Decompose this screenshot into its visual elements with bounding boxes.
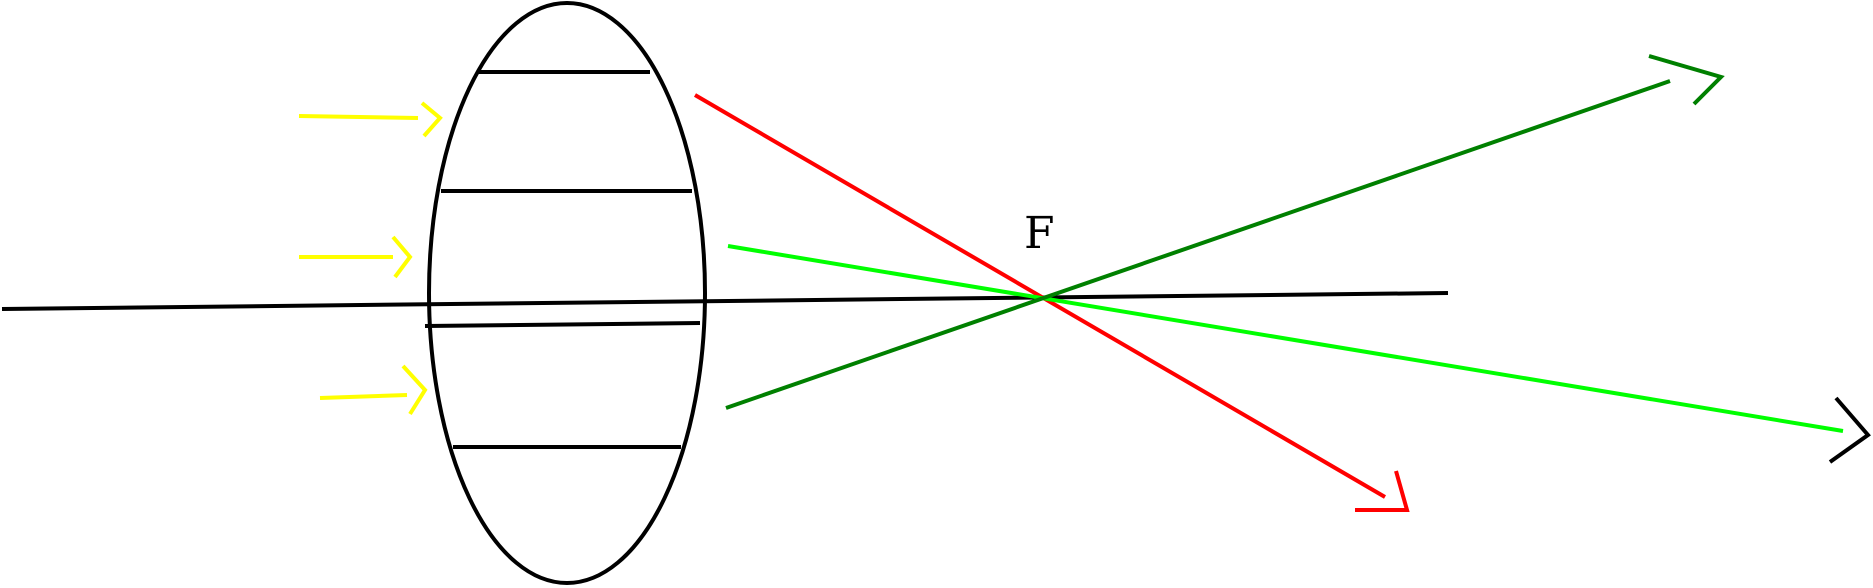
incoming-ray-middle <box>299 235 413 279</box>
refracted-ray-light-green <box>727 244 1844 433</box>
incoming-ray-bottom <box>319 364 428 416</box>
refracted-ray-red <box>693 93 1410 512</box>
refracted-ray-dark-green <box>725 54 1725 410</box>
lens-outline <box>427 1 707 585</box>
optical-axis <box>1 291 1449 311</box>
lens-line-3 <box>424 321 701 328</box>
ray-arrowhead-black <box>1828 396 1871 464</box>
focal-point-label: F <box>1024 208 1055 259</box>
incoming-ray-top <box>298 101 443 138</box>
